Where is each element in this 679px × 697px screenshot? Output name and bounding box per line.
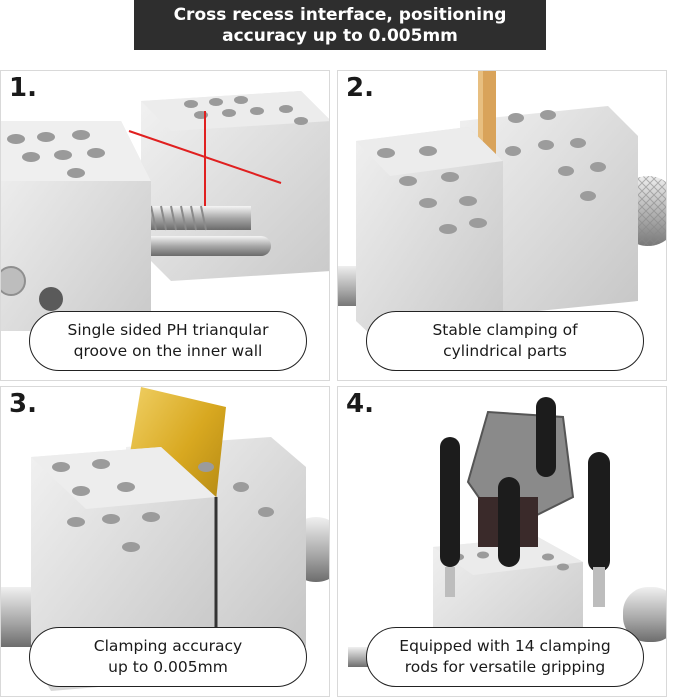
header-line-2: accuracy up to 0.005mm xyxy=(222,26,458,46)
panel-number: 4. xyxy=(346,389,374,419)
caption-bubble: Stable clamping of cylindrical parts xyxy=(366,311,644,371)
header-line-1: Cross recess interface, positioning xyxy=(173,5,507,25)
panel-3: 3. Clamping accuracy up to 0.005mm xyxy=(0,386,330,697)
caption-line-1: Equipped with 14 clamping xyxy=(399,637,611,655)
caption-line-2: qroove on the inner wall xyxy=(73,342,263,360)
clamping-rods xyxy=(440,397,610,607)
panel-number: 1. xyxy=(9,73,37,103)
vise-cylinder-illustration xyxy=(338,71,666,351)
panel-1: 1. Single sided PH trianqular qroove on … xyxy=(0,70,330,381)
panel-2: 2. Stable clamping of cylindrical parts xyxy=(337,70,667,381)
panel-4: 4. Equipped with 14 clamping rods for ve… xyxy=(337,386,667,697)
caption-bubble: Single sided PH trianqular qroove on the… xyxy=(29,311,307,371)
caption-line-2: up to 0.005mm xyxy=(108,658,228,676)
vise-groove-illustration xyxy=(1,91,329,331)
caption-line-1: Stable clamping of xyxy=(432,321,578,339)
caption-line-1: Single sided PH trianqular xyxy=(67,321,269,339)
caption-bubble: Equipped with 14 clamping rods for versa… xyxy=(366,627,644,687)
caption-bubble: Clamping accuracy up to 0.005mm xyxy=(29,627,307,687)
caption-line-2: rods for versatile gripping xyxy=(404,658,606,676)
caption-line-1: Clamping accuracy xyxy=(93,637,243,655)
panel-number: 3. xyxy=(9,389,37,419)
caption-line-2: cylindrical parts xyxy=(443,342,567,360)
panel-number: 2. xyxy=(346,73,374,103)
header-banner: Cross recess interface, positioning accu… xyxy=(134,0,546,50)
vise-rods-illustration xyxy=(348,397,666,672)
